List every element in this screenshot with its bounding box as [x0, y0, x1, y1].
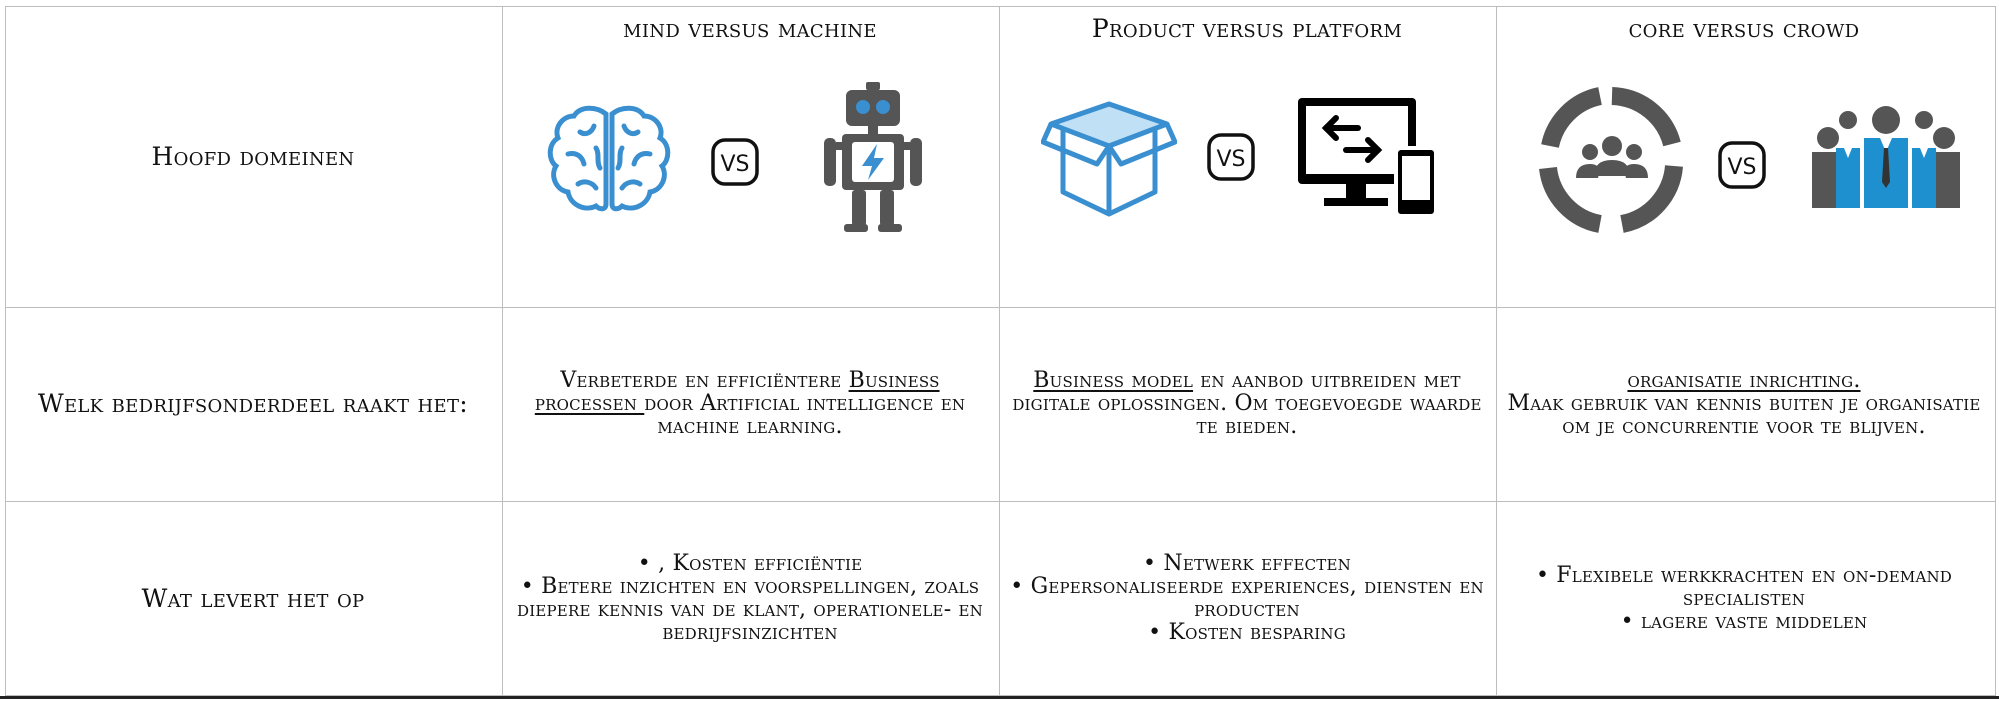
department-text-underlined: organisatie inrichting.	[1627, 367, 1861, 393]
column-divider	[999, 7, 1000, 695]
list-item: • Kosten besparing	[1148, 620, 1346, 645]
column-divider	[502, 7, 503, 695]
list-item: • Netwerk effecten	[1143, 551, 1351, 576]
list-item: • , Kosten efficiëntie	[637, 551, 863, 576]
list-item: • Gepersonaliseerde experiences, dienste…	[1010, 574, 1484, 622]
vs-icon: VS	[711, 138, 759, 186]
robot-icon	[824, 82, 922, 232]
devices-icon	[1298, 98, 1438, 218]
column-title-mind-machine: mind versus machine	[623, 14, 877, 43]
column-title-product-platform: Product versus platform	[1091, 14, 1403, 43]
svg-text:VS: VS	[720, 152, 749, 177]
row-divider	[6, 307, 1995, 308]
bottom-rule	[0, 696, 1999, 699]
row-label-yield: Wat levert het op	[141, 583, 365, 613]
department-mind-machine: Verbeterde en efficiëntere Business proc…	[502, 306, 998, 500]
list-item: • Flexibele werkkrachten en on-demand sp…	[1535, 562, 1953, 611]
crowd-icon	[1812, 106, 1960, 208]
vs-icon: VS	[1207, 133, 1255, 181]
department-text-underlined: Business processen	[534, 367, 940, 416]
department-text-pre: Verbeterde en efficiëntere	[560, 367, 849, 393]
yield-core-crowd: • Flexibele werkkrachten en on-demand sp…	[1496, 500, 1992, 696]
box-icon	[1041, 101, 1177, 217]
department-text-underlined: Business model	[1033, 367, 1194, 393]
brain-icon	[547, 105, 671, 212]
department-text-post: door Artificial intelligence en machine …	[644, 390, 966, 439]
column-title-core-crowd: core versus crowd	[1628, 14, 1860, 43]
yield-mind-machine: • , Kosten efficiëntie • Betere inzichte…	[502, 500, 998, 696]
department-text-post: en aanbod uitbreiden met digitale oploss…	[1012, 367, 1482, 439]
vs-icon: VS	[1718, 141, 1766, 189]
list-item: • Betere inzichten en voorspellingen, zo…	[517, 574, 983, 645]
column-divider	[1496, 7, 1497, 695]
comparison-table	[5, 6, 1996, 696]
department-product-platform: Business model en aanbod uitbreiden met …	[999, 306, 1495, 500]
row-label-domains: Hoofd domeinen	[151, 141, 355, 171]
department-text-post: Maak gebruik van kennis buiten je organi…	[1507, 390, 1981, 439]
svg-text:VS: VS	[1216, 147, 1245, 172]
svg-text:VS: VS	[1727, 155, 1756, 180]
row-label-department: Welk bedrijfsonderdeel raakt het:	[37, 388, 469, 418]
core-group-icon	[1539, 87, 1683, 233]
list-item: • lagere vaste middelen	[1620, 608, 1868, 634]
yield-product-platform: • Netwerk effecten • Gepersonaliseerde e…	[999, 500, 1495, 696]
department-core-crowd: organisatie inrichting. Maak gebruik van…	[1496, 306, 1992, 500]
row-divider	[6, 501, 1995, 502]
